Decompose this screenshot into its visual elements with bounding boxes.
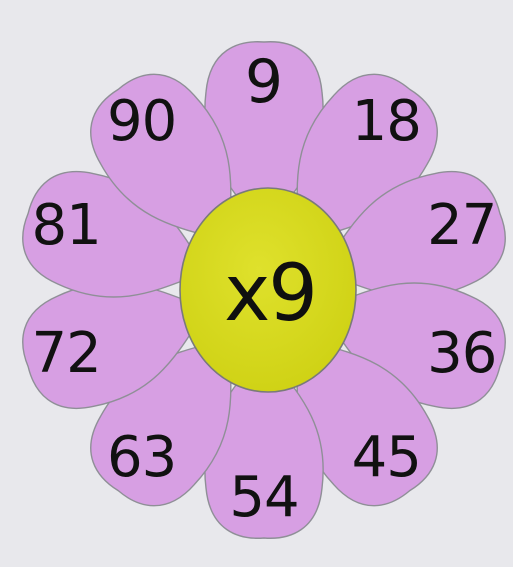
petal-number: 27	[427, 198, 496, 254]
petal-number: 90	[107, 94, 176, 150]
petal-number: 18	[352, 94, 421, 150]
center-label: x9	[224, 255, 316, 333]
petal-number: 72	[32, 326, 101, 382]
petal-number: 45	[352, 430, 421, 486]
petal-number: 9	[245, 52, 283, 112]
petal-number: 36	[427, 326, 496, 382]
petal-number: 54	[229, 470, 298, 526]
petal-number: 81	[32, 198, 101, 254]
petal-number: 63	[107, 430, 176, 486]
